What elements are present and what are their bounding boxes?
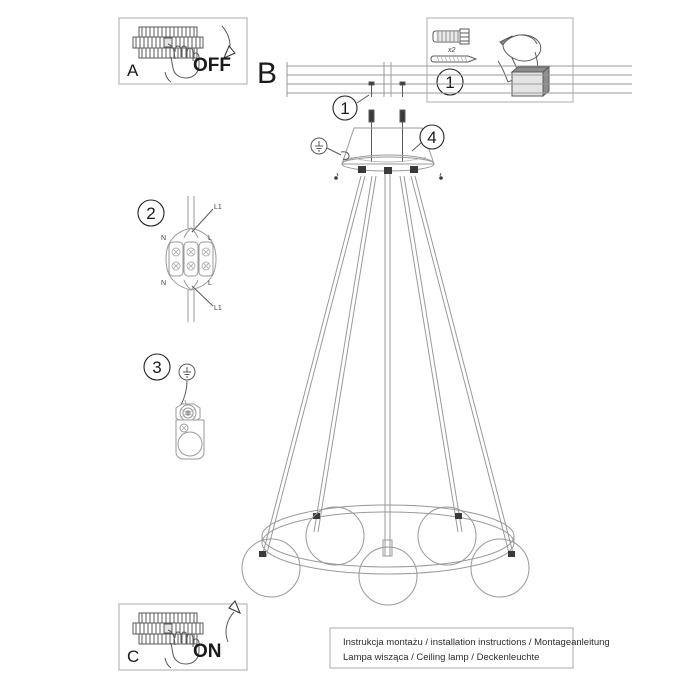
- section-a-box: [118, 17, 248, 85]
- canopy-ground-symbol: [310, 137, 350, 160]
- callout-1-label: 1: [340, 99, 349, 118]
- off-arrow-icon: [221, 25, 236, 60]
- earth-terminal-assembly: [175, 380, 205, 460]
- on-arrow-icon: [225, 599, 242, 643]
- terminal-label-n-top: N: [161, 235, 166, 242]
- section-a-letter: A: [127, 61, 139, 80]
- step-3-badge-label: 3: [152, 358, 161, 377]
- cable-connectors: [334, 166, 443, 180]
- step-3-badge: 3: [143, 353, 171, 381]
- step-2-badge-label: 2: [146, 204, 155, 223]
- lamp-globes: [241, 506, 530, 606]
- callout-1-ceiling: 1: [332, 94, 370, 121]
- leader-l1-top: L1: [191, 204, 222, 233]
- section-b-letter: B: [257, 57, 277, 90]
- caption-line-2: Lampa wisząca / Ceiling lamp / Deckenleu…: [343, 652, 539, 663]
- section-c-box: [118, 603, 248, 671]
- fuse-box-hand-icon: [132, 26, 204, 83]
- callout-4-label: 4: [427, 128, 436, 147]
- step-1-parts-box: [426, 17, 574, 103]
- callout-4-canopy: 4: [411, 124, 445, 152]
- step3-ground-symbol: [178, 363, 196, 381]
- step-1-badge: 1: [436, 68, 464, 96]
- fuse-box-hand-icon-c: [132, 612, 204, 669]
- terminal-label-n-bottom: N: [161, 280, 166, 287]
- caption-box: [329, 627, 574, 669]
- leader-l1-bottom-label: L1: [214, 305, 222, 312]
- terminal-block: [165, 196, 217, 322]
- section-c-action-label: ON: [193, 641, 222, 662]
- suspension-cables: [261, 174, 515, 558]
- lamp-ring: [261, 504, 515, 575]
- power-drill-icon: [497, 34, 551, 98]
- ring-cable-clamps: [259, 513, 515, 557]
- terminal-label-l-bottom: L: [208, 280, 212, 287]
- caption-line-1: Instrukcja montażu / installation instru…: [343, 637, 610, 648]
- screw-icon: [430, 55, 478, 63]
- section-a-action-label: OFF: [193, 55, 231, 76]
- terminal-label-l-top: L: [208, 235, 212, 242]
- step-2-badge: 2: [137, 199, 165, 227]
- step-1-badge-label: 1: [445, 73, 454, 92]
- wall-plug-icon: [432, 28, 470, 45]
- ceiling-screws: [368, 81, 406, 162]
- section-c-letter: C: [127, 647, 139, 666]
- leader-l1-bottom: L1: [191, 285, 222, 312]
- ceiling-beam: [286, 62, 632, 97]
- parts-qty-label: x2: [447, 47, 456, 54]
- leader-l1-top-label: L1: [214, 204, 222, 211]
